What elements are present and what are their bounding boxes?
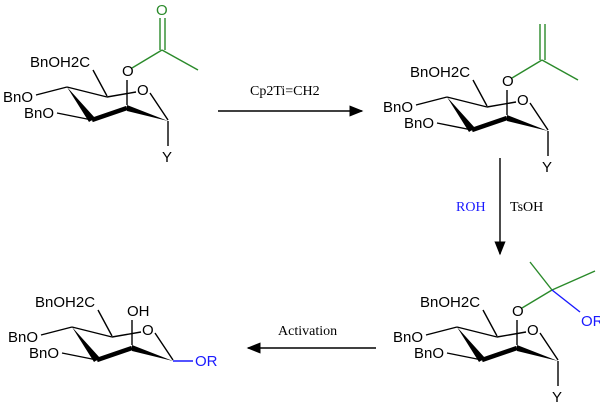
c4-c5-bond (66, 86, 108, 98)
reagent-cp2ticH2: Cp2Ti=CH2 (250, 84, 320, 99)
wedge-bond (132, 345, 173, 361)
bold-bond (91, 105, 128, 123)
o3-bond (436, 122, 473, 131)
ring-o-c1-bond (149, 92, 169, 121)
wedge-bond (127, 105, 168, 121)
bno-label-3: BnO (29, 345, 59, 362)
ring-o-c1-bond (529, 102, 549, 131)
o4-bond (425, 326, 458, 336)
bno-label-4: BnO (383, 99, 413, 116)
c2-oxygen-label: O (512, 303, 524, 320)
bold-bond (471, 115, 508, 133)
wedge-bond (457, 327, 485, 362)
ring-oxygen-label: O (527, 322, 539, 339)
o3-bond (446, 352, 483, 361)
ch2obn-label: BnOH2C (410, 64, 470, 81)
wedge-bond (507, 115, 548, 131)
anomeric-or-label: OR (195, 353, 218, 370)
bold-bond (481, 345, 518, 363)
o3-bond (56, 112, 93, 121)
ring-o-c1-bond (539, 332, 559, 361)
bno-label-4: BnO (393, 329, 423, 346)
methyl-bond (161, 49, 199, 71)
c2-oxygen-label: O (502, 73, 514, 90)
ring-o-c1-bond (154, 332, 174, 361)
ch2-bond (482, 309, 498, 337)
bold-bond (96, 345, 133, 363)
methyl-bond (551, 270, 596, 291)
wedge-bond (517, 345, 558, 361)
arrow-step2: ROH TsOH (456, 158, 543, 256)
acetal-o-bond (521, 289, 553, 309)
acetal-or-bond (551, 289, 581, 313)
c5-ring-o-bond (486, 101, 517, 108)
o4-bond (35, 86, 68, 96)
ch2-bond (92, 69, 108, 97)
bno-label-4: BnO (3, 89, 33, 106)
ch2obn-label: BnOH2C (420, 294, 480, 311)
c5-ring-o-bond (106, 91, 137, 98)
ring-oxygen-label: O (142, 322, 154, 339)
anomeric-y-label: Y (542, 159, 552, 176)
c4-c5-bond (71, 326, 113, 338)
c4-c5-bond (456, 326, 498, 338)
bno-label-3: BnO (414, 345, 444, 362)
acetal-or-label: OR (581, 313, 600, 330)
ch2obn-label: BnOH2C (35, 294, 95, 311)
c4-c5-bond (446, 96, 488, 108)
o4-bond (40, 326, 73, 336)
acyl-bond (131, 49, 163, 69)
reagent-tsoh: TsOH (510, 200, 543, 215)
o3-bond (61, 352, 98, 361)
arrow-step3: Activation (246, 324, 376, 354)
c5-ring-o-bond (496, 331, 527, 338)
bno-label-3: BnO (404, 115, 434, 132)
c2-oxygen-label: OH (127, 303, 150, 320)
arrow-step1: Cp2Ti=CH2 (218, 84, 364, 117)
c2-oxygen-label: O (122, 63, 134, 80)
ring-oxygen-label: O (517, 92, 529, 109)
ch2-bond (472, 79, 488, 107)
wedge-bond (67, 87, 95, 122)
carbonyl-oxygen-label: O (156, 2, 168, 19)
ch2obn-label: BnOH2C (30, 54, 90, 71)
o4-bond (415, 96, 448, 106)
methyl-bond (541, 59, 579, 81)
wedge-bond (72, 327, 100, 362)
anomeric-y-label: Y (552, 389, 562, 406)
bno-label-3: BnO (24, 105, 54, 122)
wedge-bond (447, 97, 475, 132)
methyl-bond (529, 261, 553, 291)
anomeric-y-label: Y (162, 149, 172, 166)
c5-ring-o-bond (111, 331, 142, 338)
ch2-bond (97, 309, 113, 337)
ring-oxygen-label: O (137, 82, 149, 99)
bno-label-4: BnO (8, 329, 38, 346)
reagent-activation: Activation (278, 324, 337, 339)
reagent-roh: ROH (456, 200, 486, 215)
vinyl-o-bond (511, 59, 543, 79)
